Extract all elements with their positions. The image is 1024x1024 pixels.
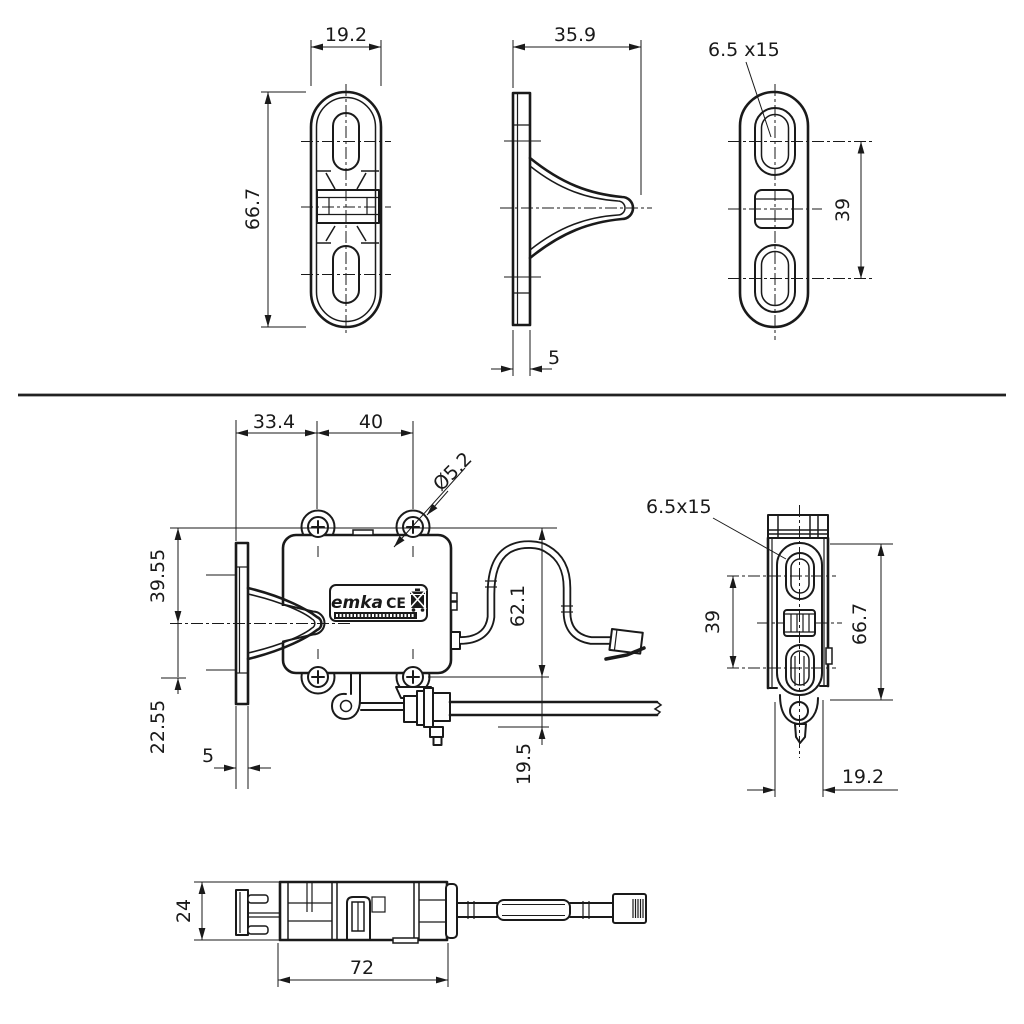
actuator-rod bbox=[448, 700, 663, 717]
keeper-plan-view: 6.5 x15 39 bbox=[708, 39, 872, 340]
cable-connector bbox=[608, 628, 644, 655]
label-fine-print-strip bbox=[334, 612, 417, 619]
plug-connector bbox=[612, 893, 647, 924]
dim-side-depth: 35.9 bbox=[554, 24, 596, 46]
latch-side-view: 6.5x15 39 66.7 19.2 bbox=[646, 496, 898, 797]
dim-front-height: 66.7 bbox=[242, 188, 264, 230]
screw-bottom-left bbox=[307, 666, 329, 688]
dim-plate-thickness: 5 bbox=[202, 745, 214, 767]
dim-plan-pitch: 39 bbox=[832, 198, 854, 222]
dim-side-thickness: 5 bbox=[548, 347, 560, 369]
ce-mark-text: CE bbox=[386, 596, 406, 612]
label-slot-size-top: 6.5 x15 bbox=[708, 39, 780, 61]
dim-side-pitch: 39 bbox=[702, 610, 724, 634]
dim-cable-loop-height: 62.1 bbox=[507, 585, 529, 627]
latch-bottom-view: 24 72 bbox=[173, 880, 647, 987]
weee-bin-icon bbox=[408, 588, 427, 612]
keeper-front-view: 19.2 66.7 bbox=[242, 24, 391, 335]
product-label: emka CE bbox=[329, 584, 428, 622]
dim-body-length: 72 bbox=[350, 957, 374, 979]
screw-top-left bbox=[307, 516, 329, 538]
dim-rod-offset: 19.5 bbox=[513, 743, 535, 785]
plunger-assembly bbox=[403, 687, 451, 746]
label-slot-size-bottom: 6.5x15 bbox=[646, 496, 712, 518]
dim-front-width: 19.2 bbox=[325, 24, 367, 46]
dim-keeper-offset: 33.4 bbox=[253, 411, 295, 433]
latch-hook bbox=[331, 672, 404, 720]
dim-side-height: 66.7 bbox=[849, 603, 871, 645]
latch-assembly-view: emka CE bbox=[147, 411, 663, 789]
cable-exit-stub bbox=[450, 631, 461, 650]
dim-hole-pitch: 40 bbox=[359, 411, 383, 433]
dim-lower-height: 22.55 bbox=[147, 700, 169, 754]
dim-hole-diameter: Ø5.2 bbox=[429, 448, 476, 495]
dim-side-width: 19.2 bbox=[842, 766, 884, 788]
cable-loop bbox=[459, 540, 646, 661]
keeper-side-view: 35.9 5 bbox=[491, 24, 652, 376]
brand-logo-text: emka bbox=[331, 593, 383, 613]
dim-upper-height: 39.55 bbox=[147, 549, 169, 603]
cable-bottom-view bbox=[456, 893, 647, 924]
dim-body-height: 24 bbox=[173, 899, 195, 923]
